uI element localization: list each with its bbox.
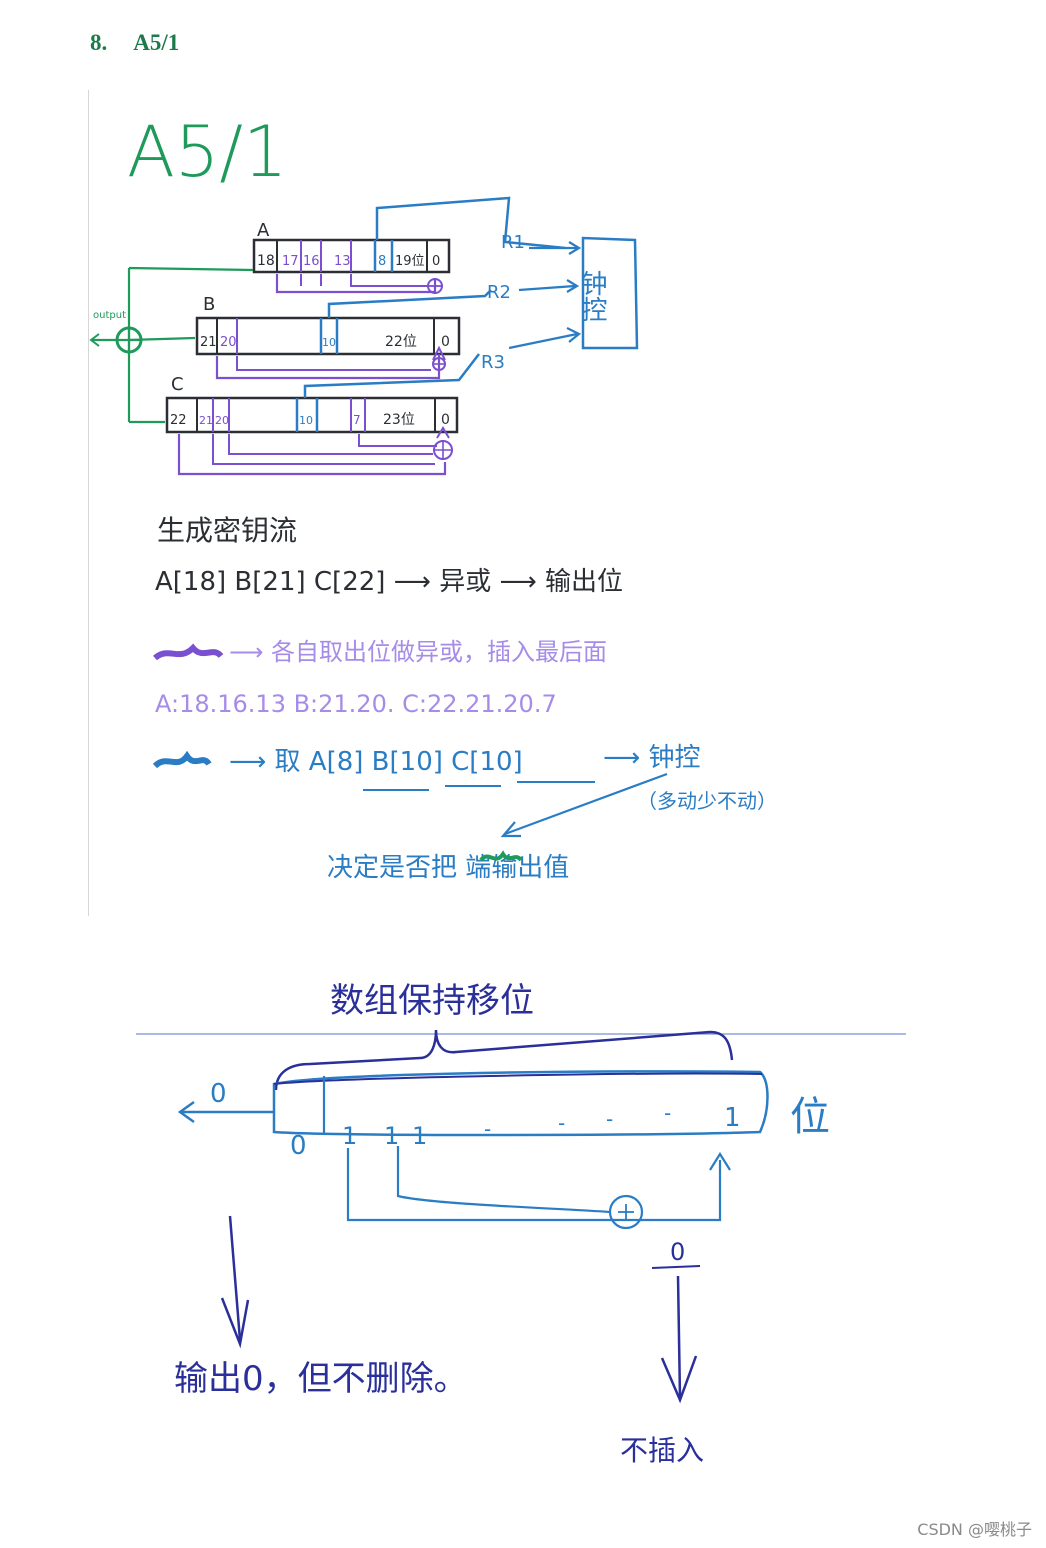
- reg-a-cell: 16: [303, 254, 320, 269]
- note-line-7: 决定是否把 端输出值: [327, 853, 569, 883]
- array-cell: 1: [724, 1103, 741, 1133]
- shift-label-right: 位: [790, 1094, 830, 1140]
- shift-register-sketch-svg: 数组保持移位 0 1 1 1 - - - - 1 位 0: [130, 960, 910, 1500]
- reg-c-name: C: [171, 374, 184, 395]
- reg-c-cell: 10: [299, 414, 313, 427]
- reg-c-cell: 7: [353, 413, 361, 427]
- shift-label-bottom-left: 输出0，但不删除。: [174, 1359, 468, 1399]
- r2-label: R2: [487, 282, 511, 303]
- watermark: CSDN @嘤桃子: [917, 1516, 1032, 1540]
- shift-label-bottom-right: 不插入: [620, 1434, 704, 1467]
- array-cell: -: [484, 1117, 491, 1141]
- note-line-4: A:18.16.13 B:21.20. C:22.21.20.7: [155, 690, 557, 718]
- note-line-3: ⟶ 各自取出位做异或，插入最后面: [229, 638, 607, 666]
- reg-c-cell: 20: [215, 414, 229, 427]
- reg-b-cell: 0: [441, 334, 450, 350]
- register-a: 18 17 16 13 8 19位 0: [254, 240, 449, 272]
- array-cell: 1: [342, 1122, 357, 1150]
- shift-label-top: 数组保持移位: [330, 981, 534, 1021]
- feedback-in-value: 0: [670, 1238, 685, 1266]
- brace: [276, 1030, 732, 1090]
- r1-label: R1: [501, 232, 525, 253]
- sketch-title: A5/1: [127, 111, 288, 193]
- left-out-value: 0: [210, 1079, 227, 1109]
- reg-a-cell: 19位: [395, 254, 425, 269]
- reg-a-cell: 18: [257, 253, 275, 269]
- array-cell: -: [664, 1101, 671, 1125]
- note-line-5b: ⟶ 钟控: [603, 743, 701, 773]
- a51-sketch: A5/1 A 18 17 16 13 8 19位 0 R1: [88, 90, 809, 916]
- reg-b-cell: 21: [200, 335, 217, 350]
- array-cell: -: [558, 1111, 565, 1135]
- section-title: A5/1: [133, 30, 179, 55]
- output-label: output: [93, 310, 126, 321]
- reg-b-cell: 10: [322, 336, 336, 349]
- section-heading: 8. A5/1: [90, 30, 179, 56]
- note-line-6: （多动少不动）: [637, 789, 777, 813]
- reg-a-cell: 8: [378, 254, 386, 269]
- section-number: 8.: [90, 30, 107, 55]
- clock-control-label: 钟控: [577, 270, 607, 322]
- reg-a-cell: 13: [334, 254, 351, 269]
- note-line-2: A[18] B[21] C[22] ⟶ 异或 ⟶ 输出位: [155, 567, 623, 597]
- reg-b-cell: 20: [220, 335, 237, 350]
- reg-a-cell: 0: [432, 254, 440, 269]
- reg-c-cell: 22: [170, 413, 187, 428]
- reg-a-name: A: [257, 220, 270, 241]
- shift-array: 0 1 1 1 - - - - 1: [274, 1071, 768, 1161]
- reg-b-cell: 22位: [385, 334, 417, 350]
- reg-c-cell: 0: [441, 412, 450, 428]
- array-cell: 1: [412, 1122, 427, 1150]
- reg-b-name: B: [203, 294, 215, 315]
- reg-a-cell: 17: [282, 254, 299, 269]
- register-b: 21 20 10 22位 0: [197, 318, 459, 354]
- array-cell: 0: [290, 1131, 307, 1161]
- a51-sketch-svg: A5/1 A 18 17 16 13 8 19位 0 R1: [89, 90, 809, 916]
- reg-c-cell: 23位: [383, 412, 415, 428]
- array-cell: -: [606, 1107, 613, 1131]
- note-line-1: 生成密钥流: [157, 514, 297, 547]
- reg-c-cell: 21: [199, 414, 213, 427]
- note-line-5a: ⟶ 取 A[8] B[10] C[10]: [229, 747, 523, 777]
- r3-label: R3: [481, 352, 505, 373]
- register-c: 22 21 20 10 7 23位 0: [167, 398, 457, 432]
- shift-register-sketch: 数组保持移位 0 1 1 1 - - - - 1 位 0: [130, 960, 910, 1500]
- array-cell: 1: [384, 1122, 399, 1150]
- clock-control-box: 钟控: [577, 238, 637, 348]
